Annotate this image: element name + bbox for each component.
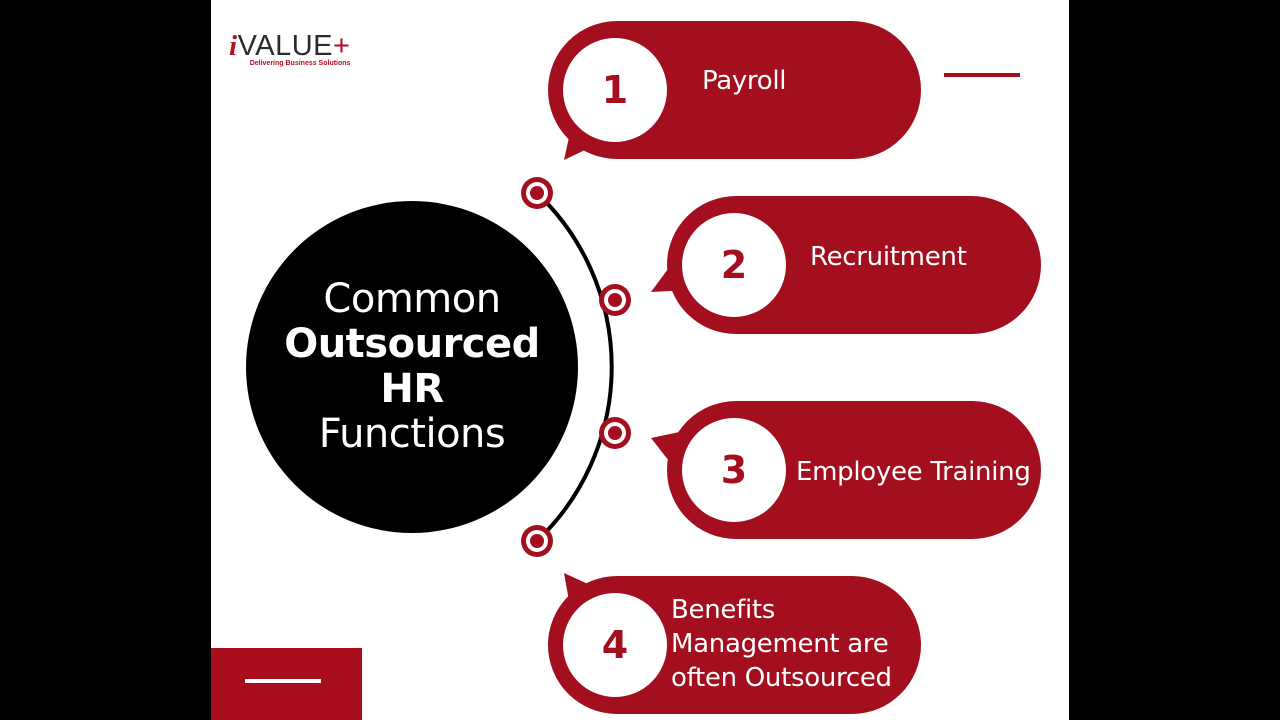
connector-node: [599, 284, 631, 316]
slide: iVALUE+ Delivering Business Solutions: [211, 0, 1069, 720]
decorative-line: [944, 73, 1020, 77]
item-employee-training: 3 Employee Training: [667, 401, 1041, 539]
connector-node: [599, 417, 631, 449]
logo-tagline: Delivering Business Solutions: [249, 60, 351, 67]
item-label-line: Benefits: [671, 595, 776, 625]
item-recruitment: 2 Recruitment: [667, 196, 1041, 334]
item-number: 3: [682, 418, 786, 522]
hub-title-line-1: Common: [323, 276, 501, 322]
decorative-block-line: [245, 679, 321, 683]
logo-main-text: VALUE: [237, 30, 334, 62]
connector-node: [521, 177, 553, 209]
connector-node: [521, 525, 553, 557]
item-number: 4: [563, 593, 667, 697]
item-number: 1: [563, 38, 667, 142]
item-label: Benefits Management are often Outsourced: [671, 593, 892, 695]
item-label: Recruitment: [810, 242, 967, 272]
item-benefits-management: 4 Benefits Management are often Outsourc…: [548, 576, 921, 714]
hub-title-line-4: Functions: [318, 411, 506, 457]
hub-title-line-3: HR: [380, 366, 444, 412]
item-payroll: 1 Payroll: [548, 21, 921, 159]
decorative-block: [211, 648, 362, 720]
logo-prefix: i: [229, 30, 238, 62]
hub-title-line-2: Outsourced: [284, 321, 540, 367]
central-title-circle: Common Outsourced HR Functions: [246, 201, 578, 533]
item-label: Payroll: [702, 66, 787, 96]
company-logo: iVALUE+ Delivering Business Solutions: [229, 30, 350, 67]
item-label-line: Management are: [671, 629, 889, 659]
logo-suffix: +: [333, 30, 351, 62]
logo-wordmark: iVALUE+: [229, 30, 350, 62]
item-label-line: often Outsourced: [671, 663, 892, 693]
item-number: 2: [682, 213, 786, 317]
item-label: Employee Training: [796, 457, 1031, 487]
